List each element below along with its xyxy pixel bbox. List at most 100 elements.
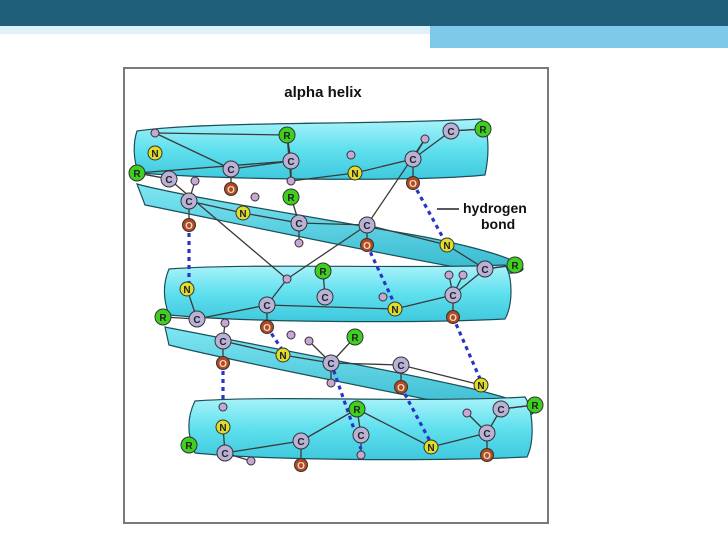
r-group-atom <box>180 436 198 454</box>
carbon-atom-label: C <box>447 127 454 138</box>
carbon-atom-label: C <box>357 431 364 442</box>
nitrogen-atom-label: N <box>151 149 158 160</box>
nitrogen-atom <box>439 237 455 253</box>
carbon-atom-label: C <box>227 165 234 176</box>
oxygen-atom <box>260 320 274 334</box>
backbone-bond <box>394 294 454 310</box>
carbon-atom-label: C <box>397 361 404 372</box>
hydrogen-bond <box>451 316 483 382</box>
hydrogen-atom <box>444 270 454 280</box>
nitrogen-atom-label: N <box>477 381 484 392</box>
hydrogen-atom <box>246 456 256 466</box>
carbon-atom <box>392 356 410 374</box>
hydrogen-atom <box>218 402 228 412</box>
hydrogen-bond <box>399 386 433 444</box>
backbone-bond <box>196 304 268 320</box>
backbone-bond <box>354 158 414 174</box>
backbone-bond <box>230 160 292 170</box>
carbon-atom <box>404 150 422 168</box>
carbon-atom <box>322 354 340 372</box>
oxygen-atom-label: O <box>263 323 271 334</box>
r-group-atom-label: R <box>479 125 487 136</box>
nitrogen-atom-label: N <box>427 443 434 454</box>
carbon-atom <box>492 400 510 418</box>
nitrogen-atom <box>347 165 363 181</box>
callout-label-hydrogen: hydrogen <box>463 200 527 216</box>
carbon-atom-label: C <box>321 293 328 304</box>
hydrogen-bond <box>411 182 449 246</box>
carbon-atom <box>442 122 460 140</box>
oxygen-atom-label: O <box>227 185 235 196</box>
ribbon-front-band <box>133 118 489 180</box>
backbone-bond <box>298 222 368 226</box>
carbon-atom-label: C <box>219 337 226 348</box>
carbon-atom-label: C <box>193 315 200 326</box>
backbone-bond <box>330 362 402 366</box>
carbon-atom <box>352 426 370 444</box>
backbone-bond <box>154 132 232 170</box>
carbon-atom <box>214 332 232 350</box>
r-group-atom-label: R <box>353 405 361 416</box>
backbone-bond <box>356 408 432 448</box>
carbon-atom-label: C <box>297 437 304 448</box>
oxygen-atom-label: O <box>483 451 491 462</box>
r-group-atom <box>506 256 524 274</box>
carbon-atom <box>478 424 496 442</box>
carbon-atom-label: C <box>165 175 172 186</box>
backbone-bond <box>266 304 396 310</box>
nitrogen-atom <box>215 419 231 435</box>
hydrogen-atom <box>356 450 366 460</box>
nitrogen-atom <box>387 301 403 317</box>
backbone-bond <box>136 160 292 174</box>
nitrogen-atom <box>179 281 195 297</box>
r-group-atom <box>282 188 300 206</box>
carbon-atom-label: C <box>409 155 416 166</box>
oxygen-atom-label: O <box>185 221 193 232</box>
backbone-bond <box>188 200 244 214</box>
oxygen-atom <box>360 238 374 252</box>
hydrogen-atom <box>220 318 230 328</box>
hydrogen-bond <box>265 326 285 352</box>
carbon-atom <box>180 192 198 210</box>
backbone-bond <box>286 224 368 280</box>
nitrogen-atom <box>473 377 489 393</box>
hydrogen-atom <box>326 378 336 388</box>
r-group-atom <box>526 396 544 414</box>
backbone-bond <box>400 364 482 386</box>
carbon-atom <box>444 286 462 304</box>
hydrogen-atom <box>378 292 388 302</box>
r-group-atom-label: R <box>133 169 141 180</box>
backbone-bond <box>430 432 488 448</box>
r-group-atom <box>348 400 366 418</box>
oxygen-atom <box>216 356 230 370</box>
carbon-atom <box>316 288 334 306</box>
callout-label-bond: bond <box>481 216 515 232</box>
carbon-atom-label: C <box>449 291 456 302</box>
carbon-atom <box>476 260 494 278</box>
oxygen-atom-label: O <box>363 241 371 252</box>
backbone-bond <box>242 212 300 224</box>
oxygen-atom-label: O <box>449 313 457 324</box>
slide-header-accent <box>0 26 728 48</box>
ribbon-back-band <box>136 183 524 274</box>
hydrogen-atom <box>346 150 356 160</box>
backbone-bond <box>366 224 448 246</box>
backbone-bond <box>222 340 284 356</box>
carbon-atom-label: C <box>363 221 370 232</box>
r-group-atom <box>154 308 172 326</box>
r-group-atom-label: R <box>319 267 327 278</box>
hydrogen-atom <box>250 192 260 202</box>
hydrogen-atom <box>304 336 314 346</box>
carbon-atom <box>188 310 206 328</box>
header-accent-blue <box>430 26 728 48</box>
carbon-atom-label: C <box>185 197 192 208</box>
carbon-atom <box>216 444 234 462</box>
hydrogen-atom <box>420 134 430 144</box>
hydrogen-atom <box>458 270 468 280</box>
r-group-atom <box>346 328 364 346</box>
carbon-atom-label: C <box>221 449 228 460</box>
backbone-bond <box>224 440 302 454</box>
r-group-atom-label: R <box>531 401 539 412</box>
